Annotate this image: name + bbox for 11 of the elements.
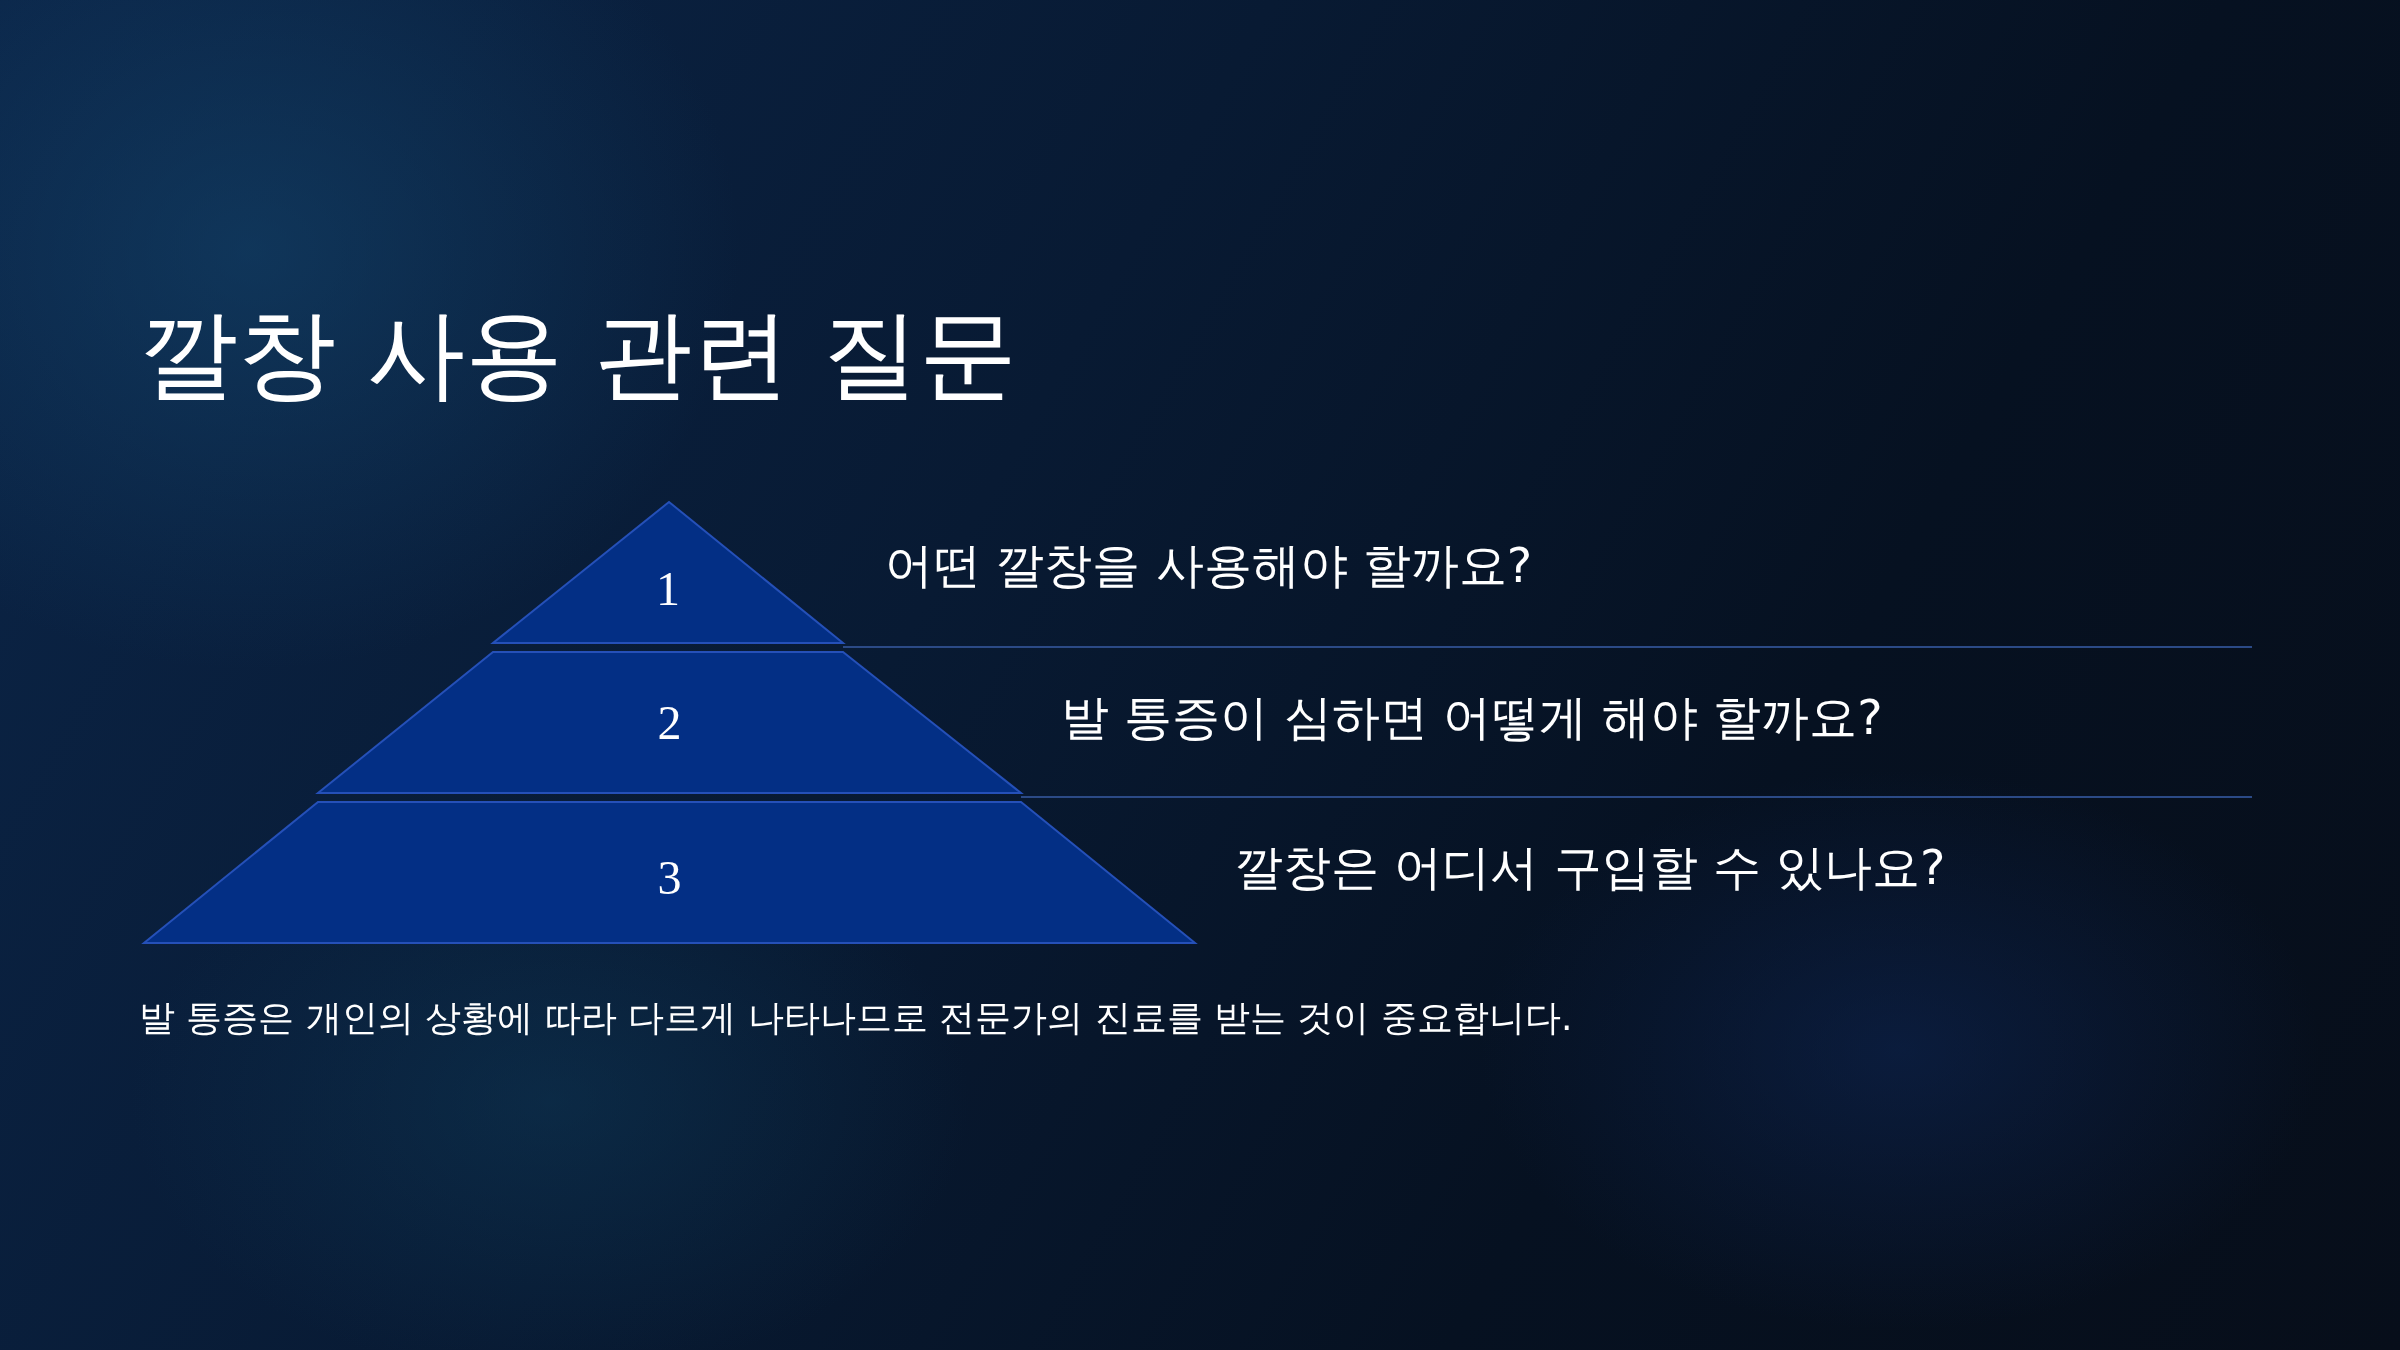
tier-number: 2 <box>657 694 682 750</box>
title: 깔창 사용 관련 질문 <box>140 296 1018 413</box>
pyramid-tier <box>144 802 1195 943</box>
pyramid-tier <box>493 502 843 643</box>
tier-number: 1 <box>656 560 680 616</box>
question-text: 발 통증이 심하면 어떻게 해야 할까요? <box>1061 688 1883 747</box>
question-text: 어떤 깔창을 사용해야 할까요? <box>885 536 1533 595</box>
pyramid-tier <box>318 652 1021 793</box>
question-text: 깔창은 어디서 구입할 수 있나요? <box>1235 838 1946 897</box>
footnote-text: 발 통증은 개인의 상황에 따라 다르게 나타나므로 전문가의 진료를 받는 것이 중요합니다. <box>139 996 1573 1040</box>
tier-number: 3 <box>657 849 682 905</box>
